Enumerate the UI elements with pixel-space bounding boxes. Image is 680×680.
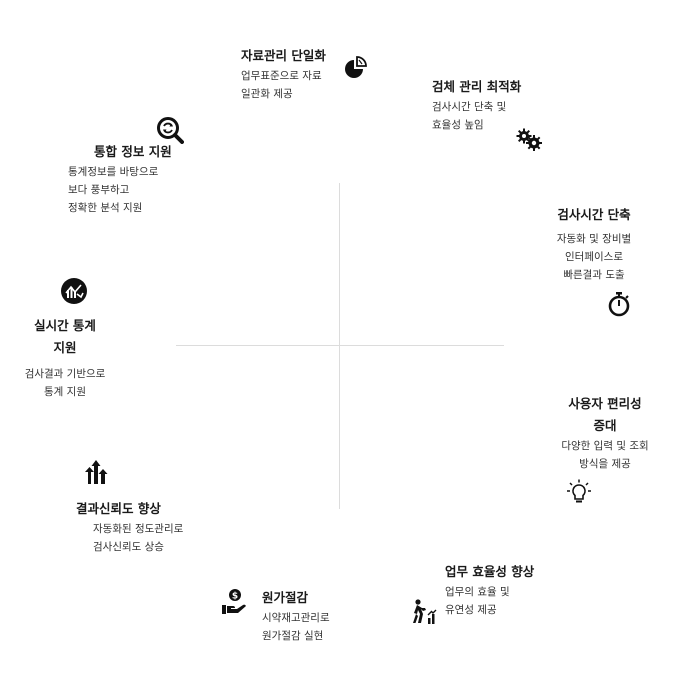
- feature-integrated-info: 통합 정보 지원 통계정보를 바탕으로 보다 풍부하고 정확한 분석 지원: [68, 141, 172, 217]
- pie-chart-icon: [342, 54, 370, 82]
- magnify-refresh-icon: [156, 116, 184, 144]
- feature-desc: 업무표준으로 자료 일관화 제공: [241, 70, 322, 100]
- feature-result-reliability: 결과신뢰도 향상 자동화된 정도관리로 검사신뢰도 상승: [76, 498, 183, 556]
- feature-desc: 통계정보를 바탕으로 보다 풍부하고 정확한 분석 지원: [68, 166, 159, 214]
- feature-title: 통합 정보 지원: [94, 144, 172, 159]
- vertical-axis-line: [339, 183, 340, 509]
- feature-title: 검사시간 단축: [557, 207, 631, 222]
- trend-chart-icon: [60, 277, 88, 305]
- feature-title: 자료관리 단일화: [241, 48, 326, 63]
- feature-desc: 자동화된 정도관리로 검사신뢰도 상승: [93, 523, 184, 553]
- feature-cost-reduction: 원가절감 시약재고관리로 원가절감 실현: [262, 587, 330, 645]
- feature-desc: 검사시간 단축 및 효율성 높임: [432, 101, 507, 131]
- feature-desc: 자동화 및 장비별 인터페이스로 빠른결과 도출: [556, 233, 632, 281]
- stopwatch-icon: [605, 290, 633, 318]
- feature-title: 원가절감: [262, 590, 309, 605]
- feature-user-convenience: 사용자 편리성 증대 다양한 입력 및 조회 방식을 제공: [549, 393, 661, 473]
- gears-icon: [515, 127, 543, 155]
- feature-title: 실시간 통계 지원: [34, 318, 96, 355]
- feature-desc: 업무의 효율 및 유연성 제공: [445, 586, 510, 616]
- feature-realtime-statistics: 실시간 통계 지원 검사결과 기반으로 통계 지원: [19, 315, 111, 401]
- feature-title: 사용자 편리성 증대: [568, 396, 642, 433]
- horizontal-axis-line: [176, 345, 504, 346]
- feature-title: 결과신뢰도 향상: [76, 501, 161, 516]
- feature-desc: 시약재고관리로 원가절감 실현: [262, 612, 330, 642]
- lightbulb-icon: [565, 478, 593, 506]
- feature-specimen-optimization: 검체 관리 최적화 검사시간 단축 및 효율성 높임: [432, 76, 521, 134]
- hand-coin-icon: $: [220, 588, 248, 616]
- feature-work-efficiency: 업무 효율성 향상 업무의 효율 및 유연성 제공: [445, 561, 534, 619]
- feature-desc: 검사결과 기반으로 통계 지원: [24, 368, 106, 398]
- walking-growth-icon: [410, 598, 438, 626]
- feature-desc: 다양한 입력 및 조회 방식을 제공: [561, 440, 649, 470]
- feature-data-unification: 자료관리 단일화 업무표준으로 자료 일관화 제공: [241, 45, 326, 103]
- svg-text:$: $: [232, 592, 238, 602]
- feature-title: 업무 효율성 향상: [445, 564, 535, 579]
- arrows-up-icon: [82, 458, 110, 486]
- feature-test-time-reduction: 검사시간 단축 자동화 및 장비별 인터페이스로 빠른결과 도출: [548, 204, 640, 284]
- feature-title: 검체 관리 최적화: [432, 79, 522, 94]
